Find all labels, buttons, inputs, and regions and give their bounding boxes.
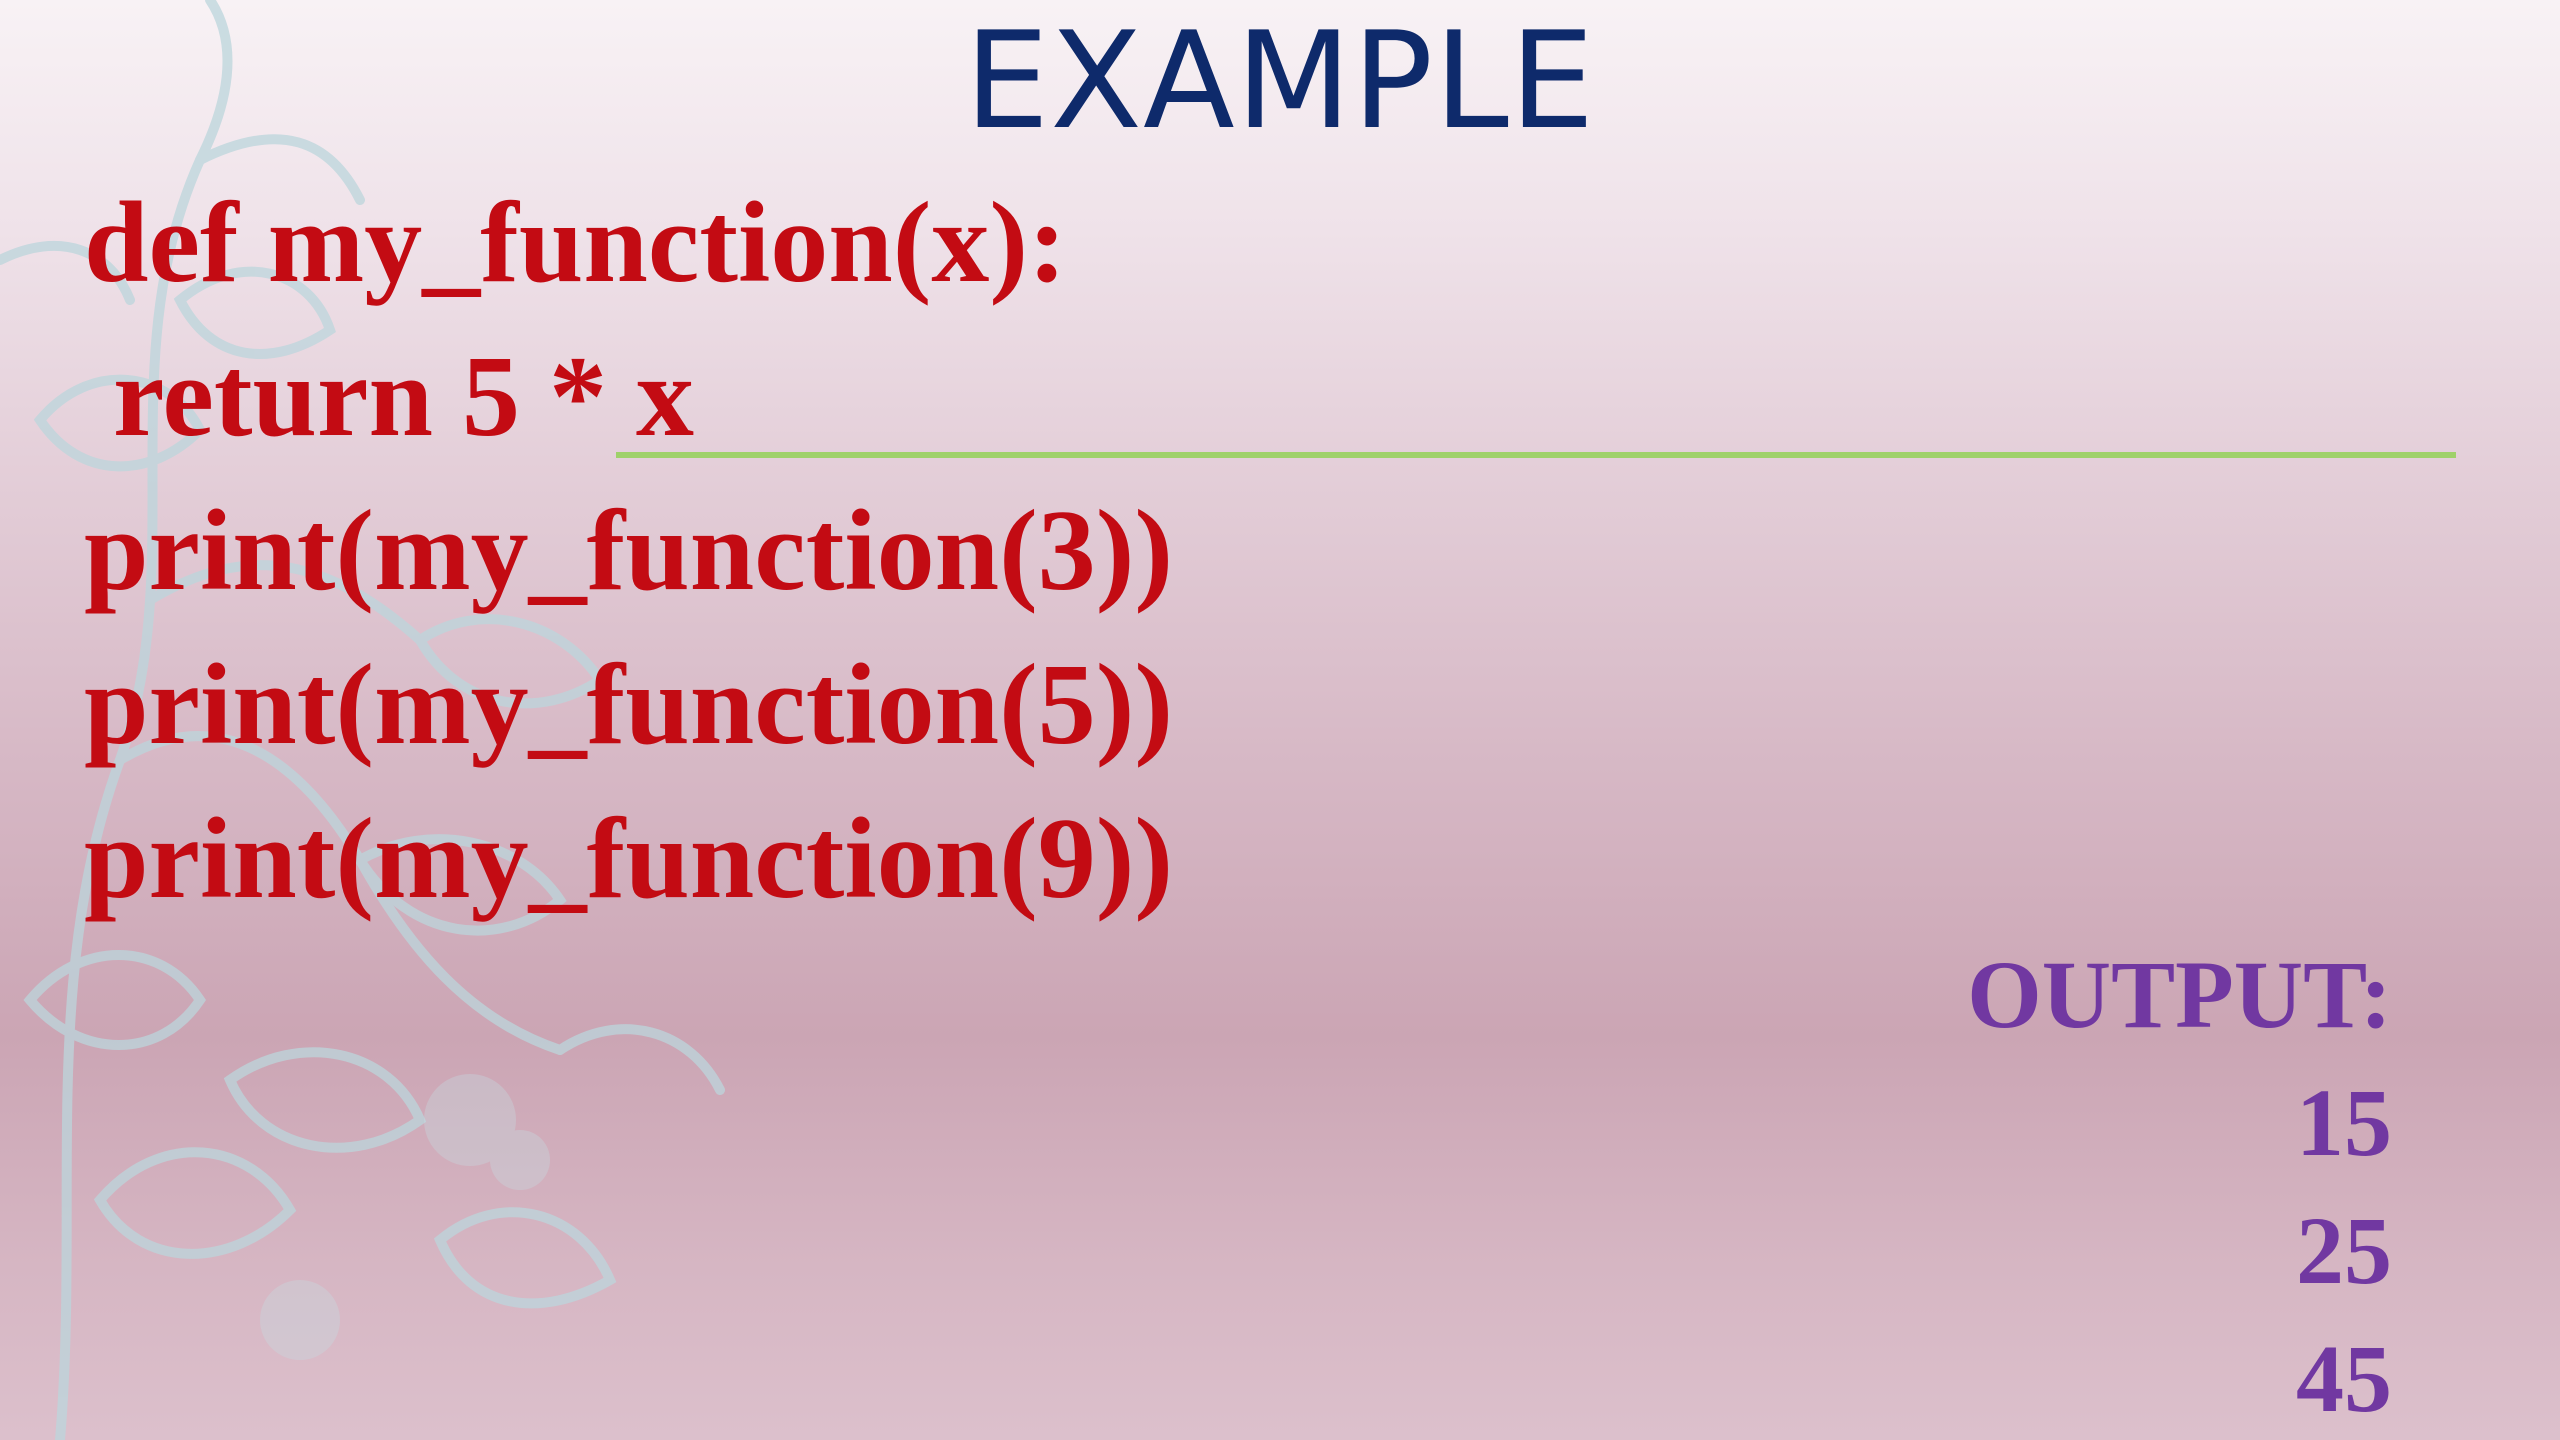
output-value-15: 15	[2296, 1069, 2392, 1176]
code-line-return: return 5 * x	[84, 333, 695, 461]
code-line-print-3: print(my_function(3))	[84, 487, 1174, 615]
green-divider-line	[616, 452, 2456, 458]
code-line-def: def my_function(x):	[84, 179, 1067, 307]
output-label: OUTPUT:	[1967, 941, 2392, 1048]
code-line-print-9: print(my_function(9))	[84, 795, 1174, 923]
code-line-print-5: print(my_function(5))	[84, 641, 1174, 769]
output-value-45: 45	[2296, 1325, 2392, 1432]
slide-title: EXAMPLE	[964, 3, 1596, 159]
output-value-25: 25	[2296, 1197, 2392, 1304]
